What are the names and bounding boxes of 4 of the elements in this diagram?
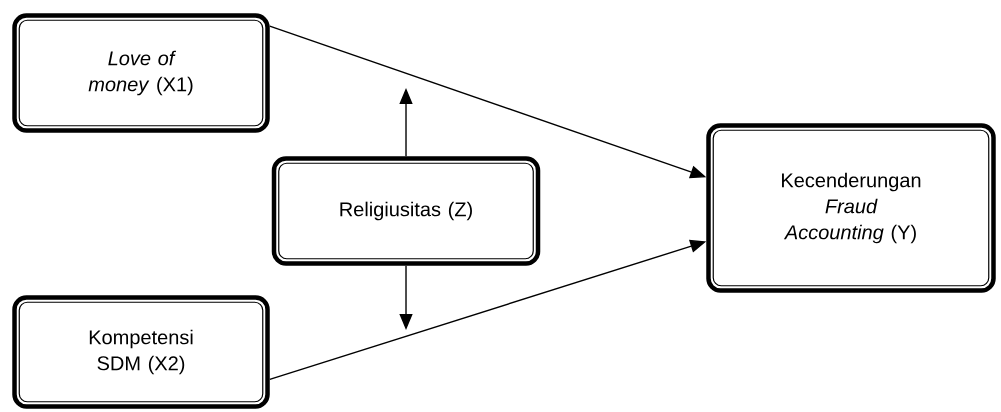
- variable-box: Kompetensi SDM (X2): [12, 295, 270, 409]
- variable-box: Love of money (X1): [12, 13, 270, 133]
- variable-box: Religiusitas (Z): [271, 156, 541, 266]
- variable-box: Kecenderungan Fraud Accounting (Y): [706, 123, 996, 293]
